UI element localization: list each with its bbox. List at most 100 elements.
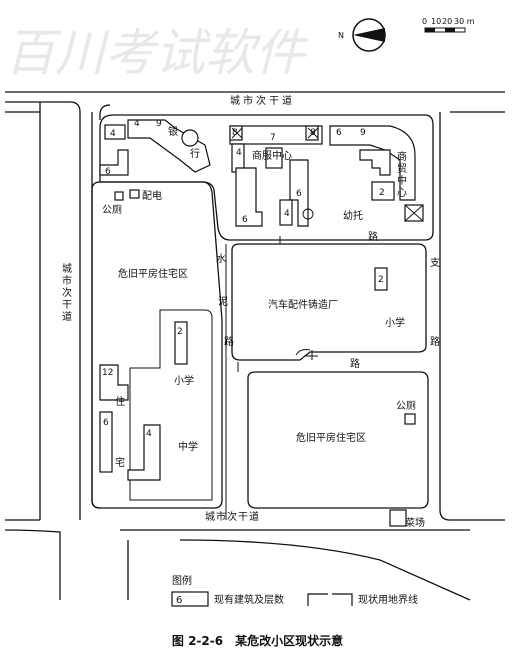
internal-roads bbox=[225, 236, 318, 520]
road-west-c5: 道 bbox=[62, 310, 72, 323]
boundary-se-block bbox=[247, 371, 429, 509]
building-factory bbox=[374, 267, 388, 291]
road-branch-2: 路 bbox=[430, 335, 440, 348]
building-mschool bbox=[127, 424, 161, 481]
road-west: 城 市 次 干 道 bbox=[62, 263, 72, 323]
building-bank bbox=[127, 119, 211, 173]
building-kinder bbox=[371, 181, 395, 201]
label-market: 菜场 bbox=[405, 516, 425, 529]
building-bank-dome bbox=[181, 129, 199, 147]
building-nw-corner bbox=[104, 124, 126, 140]
label-service-center: 商服中心 bbox=[252, 149, 292, 162]
label-toilet-nw: 公厕 bbox=[102, 204, 122, 216]
figure-title: 某危改小区现状示意 bbox=[235, 634, 344, 648]
figure-caption: 图 2-2-6 某危改小区现状示意 bbox=[0, 632, 515, 649]
building-svc-low3 bbox=[279, 199, 293, 226]
label-toilet-se: 公厕 bbox=[396, 400, 416, 412]
scale-0: 0 bbox=[422, 17, 427, 26]
road-west-c3: 次 bbox=[62, 286, 72, 299]
building-res-6 bbox=[99, 411, 113, 473]
road-mud: 泥 bbox=[218, 295, 228, 308]
building-trade-stairs bbox=[359, 149, 391, 176]
watermark: 百川考试软件 bbox=[5, 24, 309, 82]
building-toilet-se bbox=[404, 413, 416, 425]
buildings bbox=[99, 119, 424, 527]
label-trade-2: 贸 bbox=[397, 163, 407, 175]
floor-numbers: 4 9 4 6 8 7 8 4 6 6 4 6 9 2 2 2 12 6 4 bbox=[102, 119, 385, 439]
building-power bbox=[129, 189, 140, 199]
legend-boundary-label: 现状用地界线 bbox=[358, 593, 418, 606]
building-west-tall bbox=[99, 149, 129, 176]
floor-west-tall: 6 bbox=[105, 167, 111, 177]
label-power: 配电 bbox=[142, 189, 162, 202]
floor-bank-a: 4 bbox=[134, 119, 140, 129]
legend-title: 图例 bbox=[172, 574, 192, 587]
label-trade-4: 心 bbox=[397, 187, 407, 199]
label-pschool-east: 小学 bbox=[385, 316, 405, 329]
floor-nw-corner: 4 bbox=[110, 129, 116, 139]
boundary-north-block bbox=[99, 114, 434, 241]
floor-mschool: 4 bbox=[146, 429, 152, 439]
road-north: 城市次干道 bbox=[230, 94, 295, 107]
scale-10: 10 bbox=[431, 17, 441, 26]
label-bank-1: 银 bbox=[168, 125, 178, 138]
north-label: N bbox=[338, 31, 344, 40]
label-slum-west: 危旧平房住宅区 bbox=[118, 267, 188, 280]
floor-res-6: 6 bbox=[103, 418, 109, 428]
floor-trade-a: 6 bbox=[336, 128, 342, 138]
floor-res-12: 12 bbox=[102, 368, 113, 378]
floor-trade-b: 9 bbox=[360, 128, 366, 138]
zone-labels: 银 行 商服中心 商 贸 中 心 幼托 配电 公厕 危旧平房住宅区 汽车配件铸造… bbox=[102, 125, 425, 529]
figure-number: 图 2-2-6 bbox=[171, 634, 224, 648]
floor-factory: 2 bbox=[378, 275, 384, 285]
road-south: 城市次干道 bbox=[205, 510, 260, 523]
label-bank-2: 行 bbox=[190, 147, 200, 160]
road-labels: 城市次干道 城 市 次 干 道 城市次干道 水 泥 路 路 路 支 路 bbox=[62, 94, 440, 523]
floor-svc-low: 6 bbox=[242, 215, 248, 225]
road-mid: 路 bbox=[350, 357, 360, 370]
legend-building-swatch bbox=[171, 591, 209, 607]
floor-svc-low3: 4 bbox=[284, 209, 290, 219]
road-road: 路 bbox=[224, 335, 234, 348]
label-trade-3: 中 bbox=[397, 174, 407, 187]
building-market bbox=[389, 509, 407, 527]
north-arrow-icon: N bbox=[338, 18, 386, 52]
road-branch-1: 支 bbox=[430, 257, 440, 269]
marked-buildings bbox=[231, 127, 424, 222]
label-residence-1: 住 bbox=[115, 395, 125, 408]
building-pschool-west bbox=[174, 321, 188, 365]
label-trade-1: 商 bbox=[397, 150, 407, 163]
floor-svc-mid: 7 bbox=[270, 133, 276, 143]
floor-svc-left: 8 bbox=[232, 128, 238, 138]
label-pschool-west: 小学 bbox=[174, 374, 194, 387]
boundary-west-block bbox=[91, 181, 223, 509]
road-west-c2: 市 bbox=[62, 274, 72, 287]
road-west-c1: 城 bbox=[62, 263, 72, 275]
floor-bank-b: 9 bbox=[156, 119, 162, 129]
building-svc-low bbox=[235, 167, 263, 227]
road-west-c4: 干 bbox=[62, 300, 72, 311]
floor-svc-right: 8 bbox=[310, 128, 316, 138]
road-edges bbox=[4, 91, 505, 601]
label-slum-se: 危旧平房住宅区 bbox=[296, 431, 366, 444]
road-water: 水 bbox=[216, 253, 226, 265]
road-north-inner: 路 bbox=[368, 230, 378, 243]
boundary-factory-block bbox=[231, 243, 427, 361]
boundary-school-block bbox=[129, 309, 213, 501]
floor-svc-side: 4 bbox=[236, 148, 242, 158]
floor-pschool-west: 2 bbox=[177, 327, 183, 337]
floor-svc-low2: 6 bbox=[296, 189, 302, 199]
legend: 图例 6 现有建筑及层数 现状用地界线 bbox=[171, 574, 418, 607]
legend-building-label: 现有建筑及层数 bbox=[214, 593, 284, 606]
floor-kinder: 2 bbox=[379, 188, 385, 198]
label-residence-2: 宅 bbox=[115, 456, 125, 469]
building-res-12 bbox=[99, 364, 129, 401]
label-mschool: 中学 bbox=[178, 440, 198, 453]
label-factory: 汽车配件铸造厂 bbox=[268, 298, 338, 311]
scale-bar: 0 10 20 30 m bbox=[422, 17, 475, 33]
scale-20: 20 bbox=[442, 17, 452, 26]
building-svc-mid bbox=[265, 147, 283, 169]
building-toilet-nw bbox=[114, 191, 124, 201]
legend-sample-floor: 6 bbox=[176, 595, 182, 606]
